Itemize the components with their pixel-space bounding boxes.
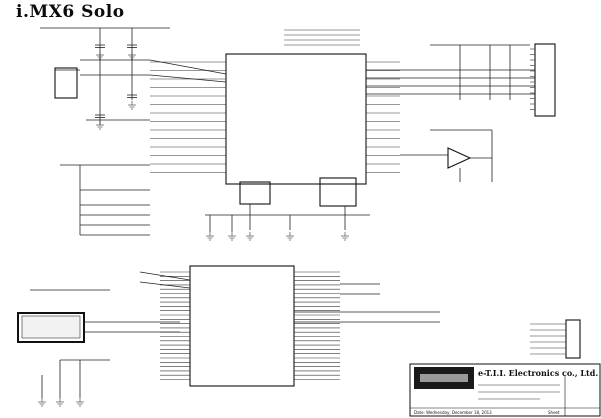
upper-bus-labels (284, 29, 360, 46)
main-ic-right-pins (366, 61, 400, 173)
upper-left-power-network (40, 27, 227, 125)
upper-right-connector-pins (530, 48, 535, 110)
title-block-date: Date: Wednesday, December 18, 2013 (414, 410, 492, 415)
upper-left-capacitors (95, 44, 137, 130)
main-ic-left-pins (150, 61, 226, 173)
lower-right-network (294, 283, 581, 359)
main-ic-lower (189, 265, 295, 387)
upper-left-connector (60, 164, 150, 236)
lower-right-header-pins (530, 323, 566, 355)
main-ic-upper (225, 53, 367, 185)
lower-left-block (17, 271, 191, 398)
sheet-title: i.MX6 Solo (16, 2, 125, 22)
lower-ic-right-pins (294, 271, 340, 380)
title-block-sheet-label: Sheet (548, 410, 560, 415)
upper-regulator-block (319, 177, 357, 207)
company-name: e-T.I.I. Electronics co., Ltd. (478, 368, 598, 378)
lower-ic-left-pins (160, 271, 190, 380)
upper-left-regulator (54, 67, 78, 99)
title-block: e-T.I.I. Electronics co., Ltd. Date: Wed… (409, 363, 601, 417)
lower-right-header (565, 319, 581, 359)
upper-right-connector (534, 43, 556, 117)
upper-bottom-components (205, 177, 370, 232)
upper-right-network (366, 43, 556, 182)
upper-crystal-block (239, 181, 271, 205)
ground-symbols (38, 232, 349, 407)
op-amp-symbol (447, 147, 472, 169)
